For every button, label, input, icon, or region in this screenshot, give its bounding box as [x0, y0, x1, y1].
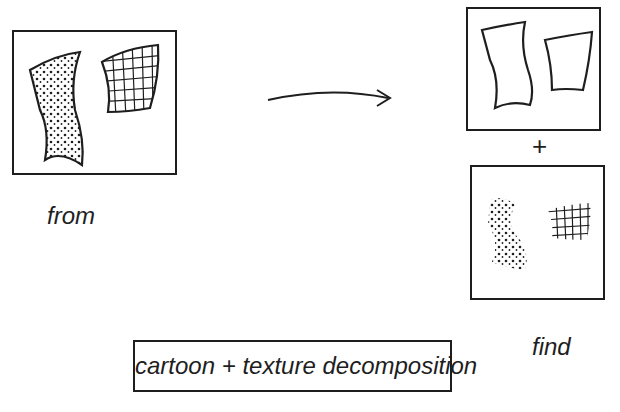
- caption-box: cartoon + texture decomposition: [133, 340, 452, 392]
- panel-label: from: [47, 202, 95, 230]
- plus-sign: +: [532, 132, 547, 160]
- cartoon-panel: [467, 8, 600, 130]
- dotted-texture: [488, 198, 527, 270]
- cartoon-shape: [545, 32, 592, 90]
- cartoon-shape: [482, 22, 532, 108]
- image-panel: find: [470, 165, 605, 300]
- arrow-head: [377, 90, 390, 106]
- panel-label: find: [532, 333, 571, 361]
- image-panel: from: [12, 30, 177, 175]
- dotted-region: [30, 52, 83, 165]
- grid-texture: [95, 40, 165, 118]
- caption-text: cartoon + texture decomposition: [135, 352, 450, 380]
- transform-arrow: [268, 92, 388, 100]
- grid-texture: [545, 200, 595, 245]
